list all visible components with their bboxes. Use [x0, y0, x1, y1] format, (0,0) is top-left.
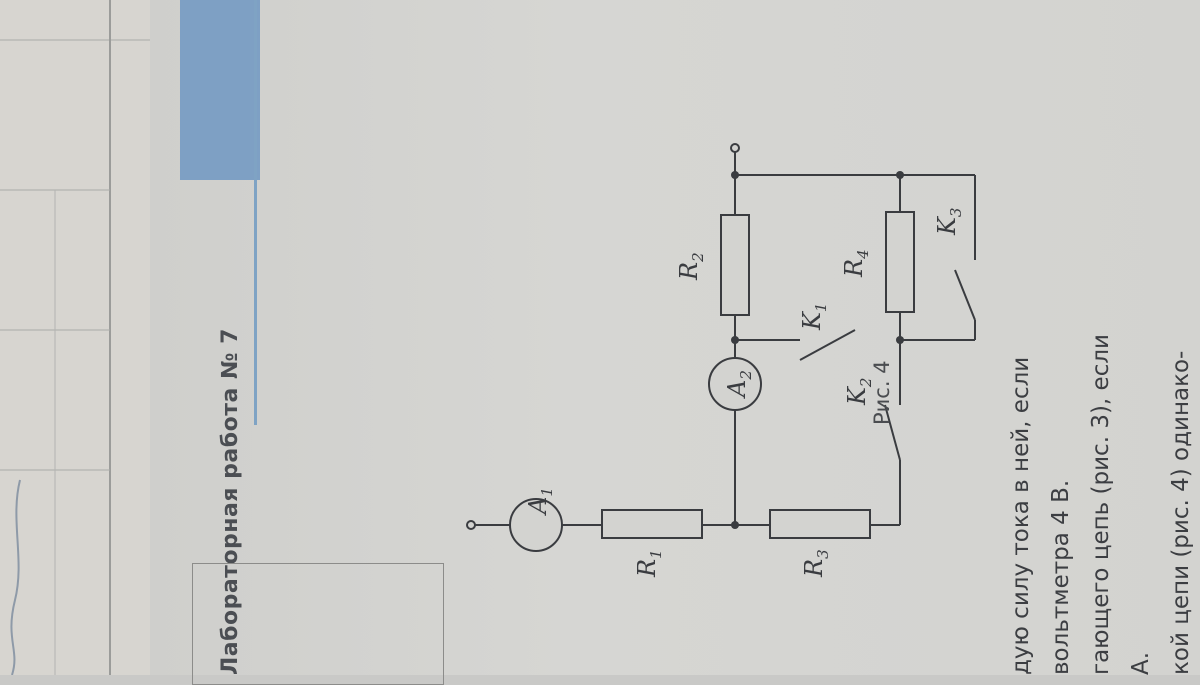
- text-line-5: кой цепи (рис. 4) одинако-: [1168, 350, 1194, 675]
- node-r1-r3: [731, 521, 739, 529]
- resistor-r2: [720, 214, 750, 316]
- r1-label: R1: [633, 549, 665, 578]
- node-k1: [731, 336, 739, 344]
- ammeter-a2: [708, 357, 762, 411]
- node-top-right: [731, 171, 739, 179]
- text-line-4: А.: [1128, 651, 1154, 675]
- k1-label: K1: [798, 303, 830, 331]
- text-line-2: вольтметра 4 В.: [1048, 479, 1074, 675]
- resistor-r4: [885, 211, 915, 313]
- node-k2-r4: [896, 336, 904, 344]
- terminal-left: [466, 520, 476, 530]
- figure-caption: Рис. 4: [870, 360, 894, 425]
- switch-k1-blade: [799, 329, 856, 361]
- circuit-diagram: A1 A2 R1 R3 R2 R4 K1 K2 K3: [466, 143, 976, 578]
- text-line-3: гающего цепь (рис. 3), если: [1088, 334, 1114, 675]
- r3-label: R3: [800, 549, 832, 578]
- resistor-r1: [601, 509, 703, 539]
- ammeter-a1: [509, 498, 563, 552]
- notebook-edge: [0, 0, 151, 675]
- a1-label: A1: [524, 487, 556, 516]
- r4-label: R4: [840, 249, 872, 278]
- switch-k2-blade: [884, 404, 901, 461]
- text-line-1: дую силу тока в ней, если: [1008, 356, 1034, 675]
- k3-label: K3: [933, 208, 965, 236]
- resistor-r3: [769, 509, 871, 539]
- switch-k3-blade: [954, 269, 976, 321]
- textbook-page: [150, 0, 1200, 675]
- a2-label: A2: [723, 370, 755, 399]
- notebook-grid: [0, 0, 150, 675]
- k2-label: K2: [843, 378, 875, 406]
- terminal-right: [730, 143, 740, 153]
- r2-label: R2: [675, 252, 707, 281]
- page-content: Лабораторная работа № 7: [150, 0, 1200, 685]
- node-r4-right: [896, 171, 904, 179]
